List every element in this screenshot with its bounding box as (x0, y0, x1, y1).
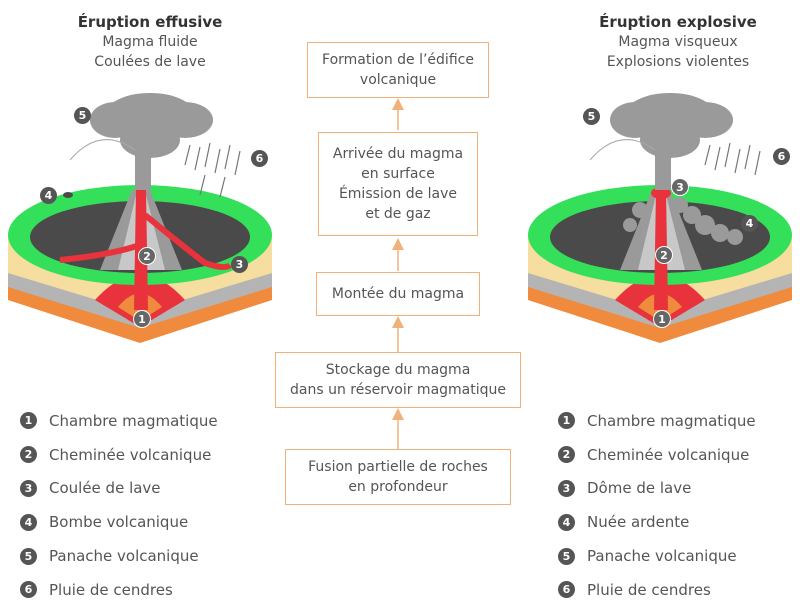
legend-label: Panache volcanique (587, 547, 737, 566)
number-badge: 2 (20, 446, 37, 464)
legend-label: Chambre magmatique (49, 411, 218, 430)
flow-step-label: Fusion partielle de roches en profondeur (308, 459, 488, 495)
legend-label: Dôme de lave (587, 479, 692, 498)
ash-rain (184, 142, 241, 198)
effusive-title-block: Éruption effusive Magma fluide Coulées d… (20, 12, 280, 72)
right-badge-3: 3 (671, 178, 689, 196)
flow-step-label: Stockage du magma dans un réservoir magm… (289, 362, 507, 398)
legend-item: 5 Panache volcanique (20, 539, 260, 573)
explosive-title: Éruption explosive (599, 13, 757, 31)
legend-label: Coulée de lave (49, 479, 161, 498)
legend-label: Cheminée volcanique (49, 445, 212, 464)
bomb-trajectory (69, 139, 136, 161)
effusive-title: Éruption effusive (77, 13, 223, 31)
number-badge: 3 (20, 479, 37, 497)
explosive-volcano-illustration (528, 93, 792, 343)
legend-item: 3 Coulée de lave (20, 472, 260, 506)
volcanic-plume (610, 93, 733, 190)
number-badge: 1 (558, 412, 575, 430)
flow-step-label: Arrivée du magma en surface Émission de … (332, 146, 464, 222)
right-badge-1: 1 (653, 310, 671, 328)
volcanic-bomb (63, 192, 73, 198)
legend-item: 4 Nuée ardente (558, 505, 798, 539)
legend-item: 1 Chambre magmatique (20, 404, 260, 438)
flow-step-label: Montée du magma (331, 286, 465, 302)
number-badge: 5 (558, 547, 575, 565)
lava-flow-right (143, 212, 233, 271)
number-badge: 2 (558, 446, 575, 464)
legend-item: 2 Cheminée volcanique (558, 438, 798, 472)
ash-rain (704, 142, 761, 176)
legend-item: 4 Bombe volcanique (20, 505, 260, 539)
right-badge-4: 4 (741, 215, 758, 232)
explosive-title-block: Éruption explosive Magma visqueux Explos… (548, 12, 800, 72)
orange-base-layer (8, 285, 272, 343)
left-badge-4: 4 (40, 187, 57, 204)
number-badge: 3 (558, 479, 575, 497)
left-badge-1: 1 (133, 310, 151, 328)
legend-item: 5 Panache volcanique (558, 539, 798, 573)
left-badge-6: 6 (251, 150, 268, 167)
left-badge-3: 3 (231, 256, 248, 273)
flow-step-label: Formation de l’édifice volcanique (322, 52, 474, 88)
legend-item: 6 Pluie de cendres (558, 573, 798, 607)
legend-item: 6 Pluie de cendres (20, 573, 260, 607)
flow-step-storage: Stockage du magma dans un réservoir magm… (275, 352, 521, 408)
number-badge: 4 (558, 513, 575, 531)
ash-trajectory (589, 139, 656, 161)
effusive-legend: 1 Chambre magmatique 2 Cheminée volcanique… (20, 404, 260, 607)
effusive-subtitle-1: Magma fluide (102, 34, 198, 50)
legend-label: Pluie de cendres (587, 580, 711, 599)
flow-step-fusion: Fusion partielle de roches en profondeur (285, 449, 511, 505)
number-badge: 4 (20, 513, 37, 531)
legend-label: Cheminée volcanique (587, 445, 750, 464)
number-badge: 6 (20, 581, 37, 599)
explosive-subtitle-1: Magma visqueux (618, 34, 738, 50)
number-badge: 5 (20, 547, 37, 565)
volcanic-plume (90, 93, 213, 190)
legend-item: 1 Chambre magmatique (558, 404, 798, 438)
flow-step-formation: Formation de l’édifice volcanique (307, 42, 489, 98)
orange-base-layer (528, 285, 792, 343)
explosive-subtitle-2: Explosions violentes (606, 54, 750, 70)
effusive-subtitle-2: Coulées de lave (94, 54, 206, 70)
legend-item: 3 Dôme de lave (558, 472, 798, 506)
flow-step-rise: Montée du magma (316, 272, 480, 316)
left-badge-5: 5 (74, 107, 91, 124)
left-badge-2: 2 (138, 247, 156, 265)
legend-label: Nuée ardente (587, 513, 690, 532)
number-badge: 1 (20, 412, 37, 430)
legend-label: Bombe volcanique (49, 513, 189, 532)
pyroclastic-flow (623, 197, 743, 245)
explosive-legend: 1 Chambre magmatique 2 Cheminée volcanique… (558, 404, 798, 607)
number-badge: 6 (558, 581, 575, 599)
legend-label: Chambre magmatique (587, 411, 756, 430)
lava-flow-left (59, 242, 141, 263)
legend-label: Panache volcanique (49, 547, 199, 566)
legend-item: 2 Cheminée volcanique (20, 438, 260, 472)
flow-step-surface: Arrivée du magma en surface Émission de … (318, 132, 478, 236)
right-badge-2: 2 (655, 246, 673, 264)
right-badge-5: 5 (583, 108, 600, 125)
legend-label: Pluie de cendres (49, 580, 173, 599)
right-badge-6: 6 (773, 148, 790, 165)
